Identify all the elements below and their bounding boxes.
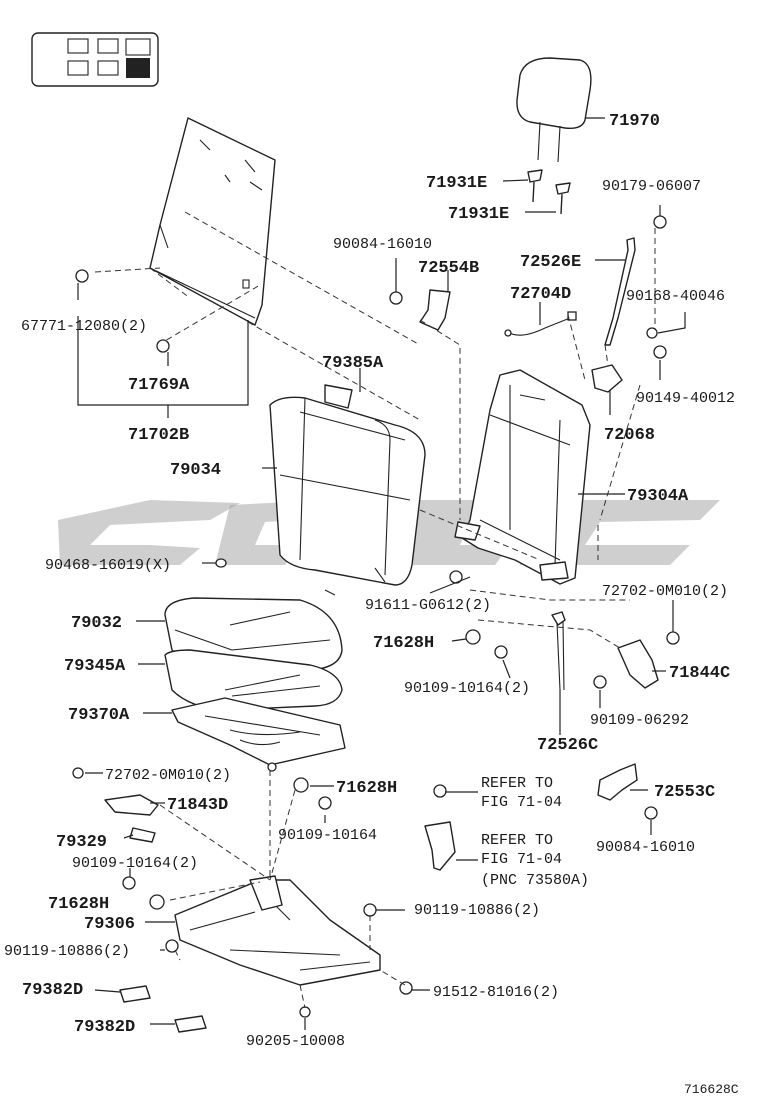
headrest-guide-parts [502, 169, 571, 215]
part-label-72704d: 72704D [510, 285, 571, 304]
part-label-71931e-b: 71931E [448, 205, 509, 224]
assembly-dashed-lines [159, 228, 656, 1009]
part-label-72553c: 72553C [654, 783, 715, 802]
leader-lines [77, 205, 686, 1030]
pad-part-b [174, 1015, 207, 1033]
part-label-72526c: 72526C [537, 736, 598, 755]
part-label-90109-06292: 90109-06292 [590, 712, 689, 729]
part-label-90179: 90179-06007 [602, 178, 701, 195]
part-label-90109-10164: 90109-10164 [278, 827, 377, 844]
part-label-90149: 90149-40012 [636, 390, 735, 407]
part-label-67771: 67771-12080(2) [21, 318, 147, 335]
refer-2-line-2: FIG 71-04 [481, 851, 562, 868]
part-label-71844c: 71844C [669, 664, 730, 683]
hinge-bracket-part [419, 289, 451, 331]
seatback-frame-part [454, 369, 591, 585]
part-label-72554b: 72554B [418, 259, 479, 278]
part-label-71970: 71970 [609, 112, 660, 131]
part-label-72526e: 72526E [520, 253, 581, 272]
part-label-79382d-a: 79382D [22, 981, 83, 1000]
figure-code: 716628C [684, 1082, 739, 1097]
lock-rod-part [604, 237, 636, 346]
part-label-71628h-mid: 71628H [373, 634, 434, 653]
bracket-72068-part [591, 364, 623, 393]
part-label-79385a: 79385A [322, 354, 384, 373]
part-label-90205: 90205-10008 [246, 1033, 345, 1050]
part-label-79329: 79329 [56, 833, 107, 852]
seat-frame-part [171, 697, 346, 772]
part-label-90168: 90168-40046 [626, 288, 725, 305]
part-label-90084-low: 90084-16010 [596, 839, 695, 856]
part-label-79382d-b: 79382D [74, 1018, 135, 1037]
part-label-79306: 79306 [84, 915, 135, 934]
fastener-icons [72, 215, 680, 1018]
part-label-79032: 79032 [71, 614, 122, 633]
cable-part [504, 311, 577, 337]
seatback-cushion-part [269, 384, 426, 596]
backboard-part [149, 117, 276, 326]
cover-71843d-part [104, 794, 159, 816]
part-label-79345a: 79345A [64, 657, 126, 676]
part-label-90084-top: 90084-16010 [333, 236, 432, 253]
part-label-72702-left: 72702-0M010(2) [105, 767, 231, 784]
part-label-79304a: 79304A [627, 487, 689, 506]
part-label-71769a: 71769A [128, 376, 190, 395]
headrest-part [516, 57, 605, 163]
part-label-71702b: 71702B [128, 426, 189, 445]
refer-1-line-2: FIG 71-04 [481, 794, 562, 811]
rod-72526c-part [551, 611, 566, 691]
seat-cushion-part [164, 597, 343, 711]
part-label-71931e-a: 71931E [426, 174, 487, 193]
part-label-79370a: 79370A [68, 706, 130, 725]
part-label-71628h-left: 71628H [48, 895, 109, 914]
refer-2-line-3: (PNC 73580A) [481, 872, 589, 889]
part-label-91512: 91512-81016(2) [433, 984, 559, 1001]
bracket-71844c-part [617, 639, 659, 689]
part-label-72068: 72068 [604, 426, 655, 445]
part-label-90109-10164-2-left: 90109-10164(2) [72, 855, 198, 872]
refer-2-line-1: REFER TO [481, 832, 553, 849]
seat-position-icon [31, 32, 159, 87]
part-label-79034: 79034 [170, 461, 221, 480]
lower-frame-part [174, 875, 381, 986]
part-79329 [129, 827, 156, 843]
part-label-90109-10164-2-mid: 90109-10164(2) [404, 680, 530, 697]
part-label-90468: 90468-16019(X) [45, 557, 171, 574]
part-label-90119-left: 90119-10886(2) [4, 943, 130, 960]
part-label-71843d: 71843D [167, 796, 228, 815]
refer-1-line-1: REFER TO [481, 775, 553, 792]
part-labels: 71970 71931E 71931E 90179-06007 90084-16… [4, 112, 739, 1097]
part-label-90119-right: 90119-10886(2) [414, 902, 540, 919]
pad-part-a [119, 985, 151, 1003]
part-label-71628h-low: 71628H [336, 779, 397, 798]
buckle-part [424, 821, 456, 871]
part-label-91611: 91611-G0612(2) [365, 597, 491, 614]
part-label-72702-right: 72702-0M010(2) [602, 583, 728, 600]
bracket-72553c-part [597, 763, 638, 801]
